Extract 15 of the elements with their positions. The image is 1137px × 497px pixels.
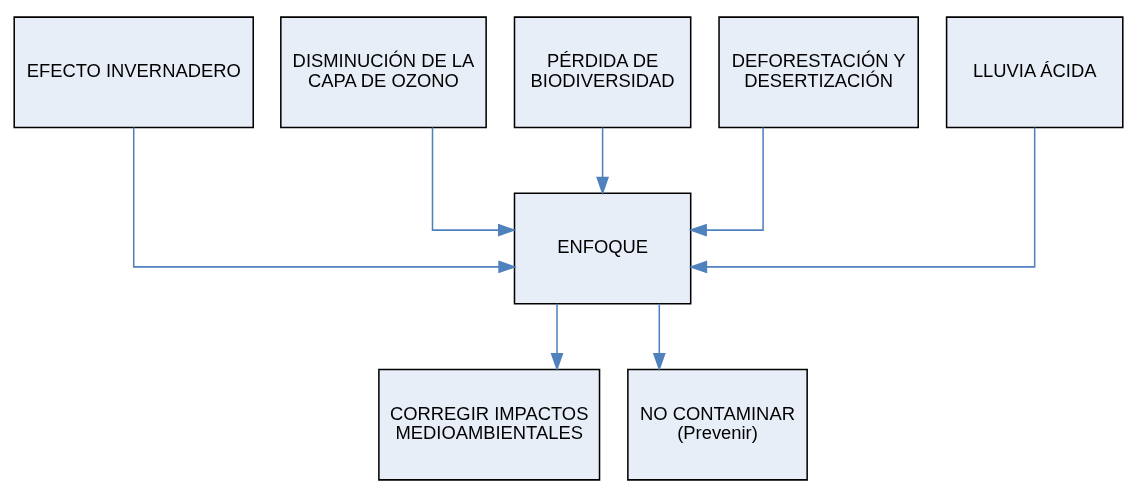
node-box: DEFORESTACIÓN Y DESERTIZACIÓN xyxy=(718,16,919,129)
arrow xyxy=(596,126,610,196)
arrow xyxy=(652,303,666,372)
arrow xyxy=(431,126,517,237)
node-box: CORREGIR IMPACTOS MEDIOAMBIENTALES xyxy=(378,368,601,481)
node-box: NO CONTAMINAR (Prevenir) xyxy=(627,368,808,481)
arrow xyxy=(132,126,517,274)
arrow xyxy=(550,303,564,372)
node-box: LLUVIA ÁCIDA xyxy=(945,16,1124,129)
arrow xyxy=(688,126,1036,274)
node-box: ENFOQUE xyxy=(513,192,692,305)
node-box: PÉRDIDA DE BIODIVERSIDAD xyxy=(513,16,692,129)
arrow xyxy=(688,126,764,237)
node-box: DISMINUCIÓN DE LA CAPA DE OZONO xyxy=(280,16,487,129)
node-box: EFECTO INVERNADERO xyxy=(13,16,254,129)
